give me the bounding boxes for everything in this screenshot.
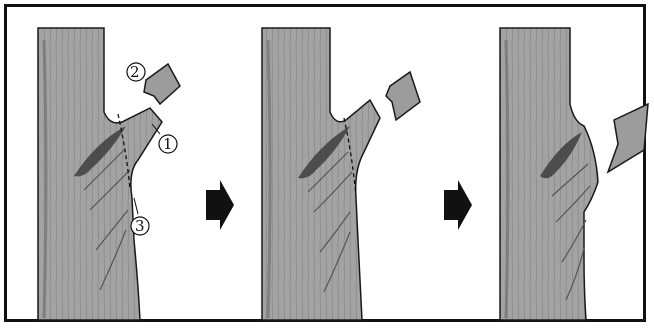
- label-1: 1: [163, 135, 173, 153]
- tick-3: [134, 198, 138, 214]
- panel-3: [500, 28, 648, 320]
- panel-2: [262, 28, 420, 320]
- branch-piece: [608, 104, 648, 172]
- branch-piece: [386, 72, 420, 120]
- right-arrow-icon: [206, 180, 234, 230]
- label-2: 2: [130, 63, 140, 81]
- label-3: 3: [135, 217, 145, 235]
- branch-piece: [144, 64, 180, 104]
- panel-1: 2 1 3: [38, 28, 180, 320]
- right-arrow-icon: [444, 180, 472, 230]
- tree-trunk: [262, 28, 380, 320]
